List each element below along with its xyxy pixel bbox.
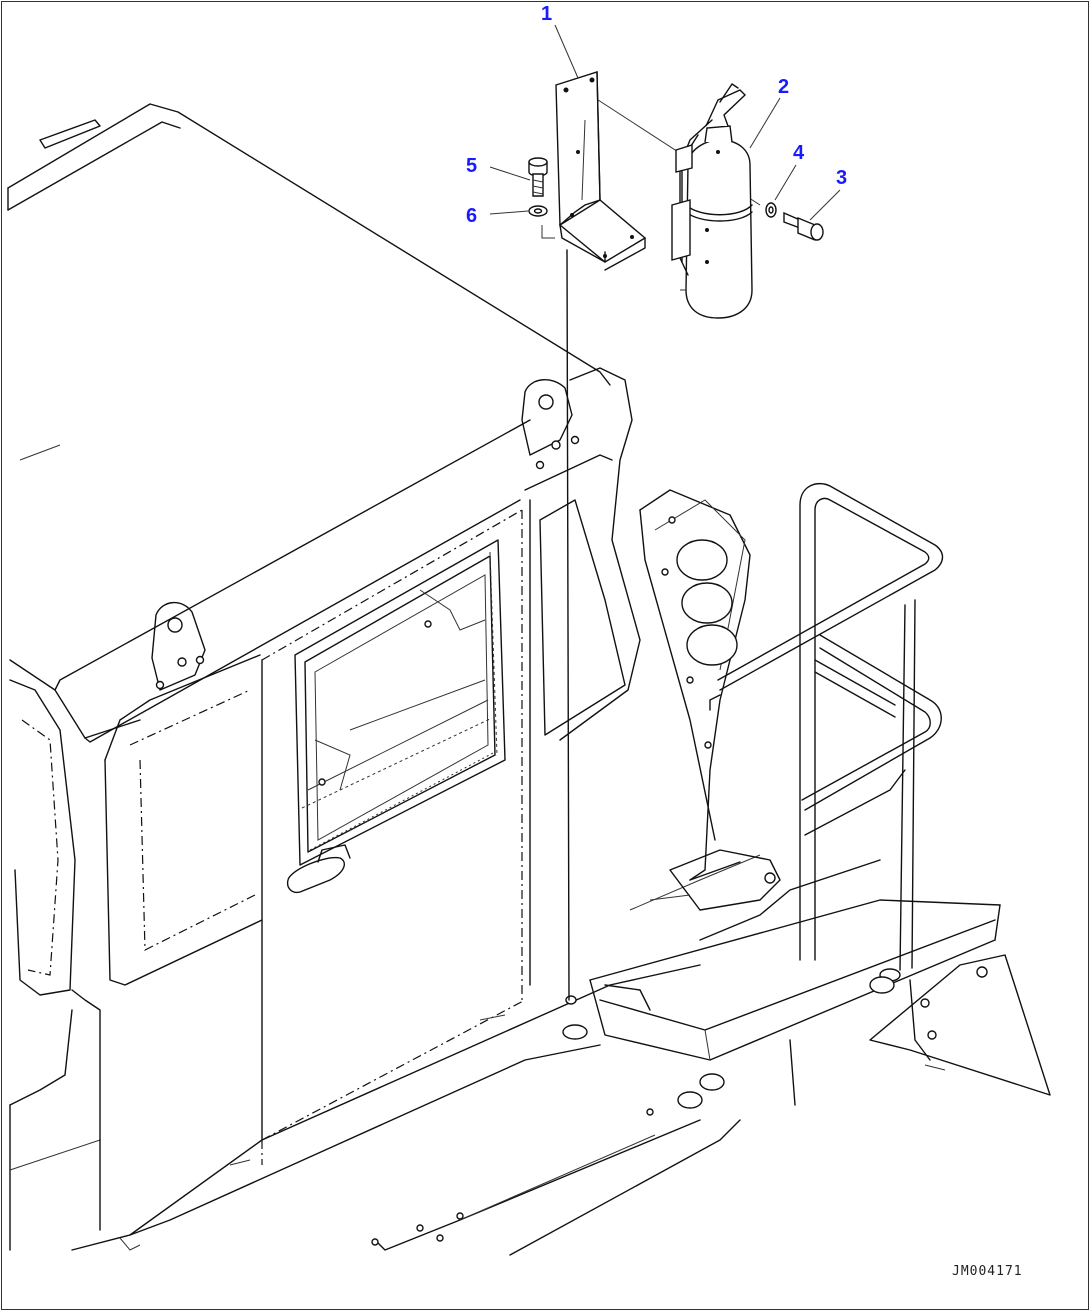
leader-3 (809, 189, 841, 221)
leader-5 (489, 166, 531, 181)
lower-rail (119, 1039, 796, 1256)
callout-leaders (489, 24, 841, 221)
leader-2 (749, 97, 781, 149)
part-bracket (555, 71, 647, 271)
step-platform (589, 849, 1001, 1061)
rear-light-panel (639, 489, 751, 881)
assembly-line-bracket (566, 249, 570, 1001)
lifting-eye-left (151, 601, 206, 691)
callout-1: 1 (541, 3, 553, 25)
cab-front-side (9, 654, 263, 1251)
door-window (294, 539, 506, 866)
lower-bracket (869, 954, 1051, 1096)
cab-roof (7, 103, 611, 743)
cab-floor-deck (71, 964, 701, 1251)
callout-6: 6 (466, 205, 478, 227)
callout-5: 5 (466, 155, 478, 177)
handrail (677, 482, 944, 1109)
part-fire-extinguisher (671, 83, 753, 319)
lifting-eye-right (521, 379, 580, 470)
mounting-hole (562, 1024, 588, 1040)
leader-4 (774, 164, 797, 201)
cab-door (261, 499, 531, 1141)
leader-1 (554, 24, 579, 79)
cab-rear-pillar (524, 367, 641, 741)
assembly-line-washer (541, 225, 555, 239)
leader-6 (489, 210, 529, 215)
door-handle (286, 844, 351, 894)
callout-4: 4 (793, 142, 805, 164)
drawing-id: JM004171 (952, 1264, 1023, 1279)
callout-3: 3 (836, 167, 848, 189)
callout-2: 2 (778, 76, 790, 98)
part-bolt-left (528, 157, 548, 197)
part-washer-right (765, 202, 777, 218)
mounting-stud (565, 995, 577, 1005)
part-washer-left (528, 205, 548, 217)
part-bolt-right (783, 211, 824, 241)
